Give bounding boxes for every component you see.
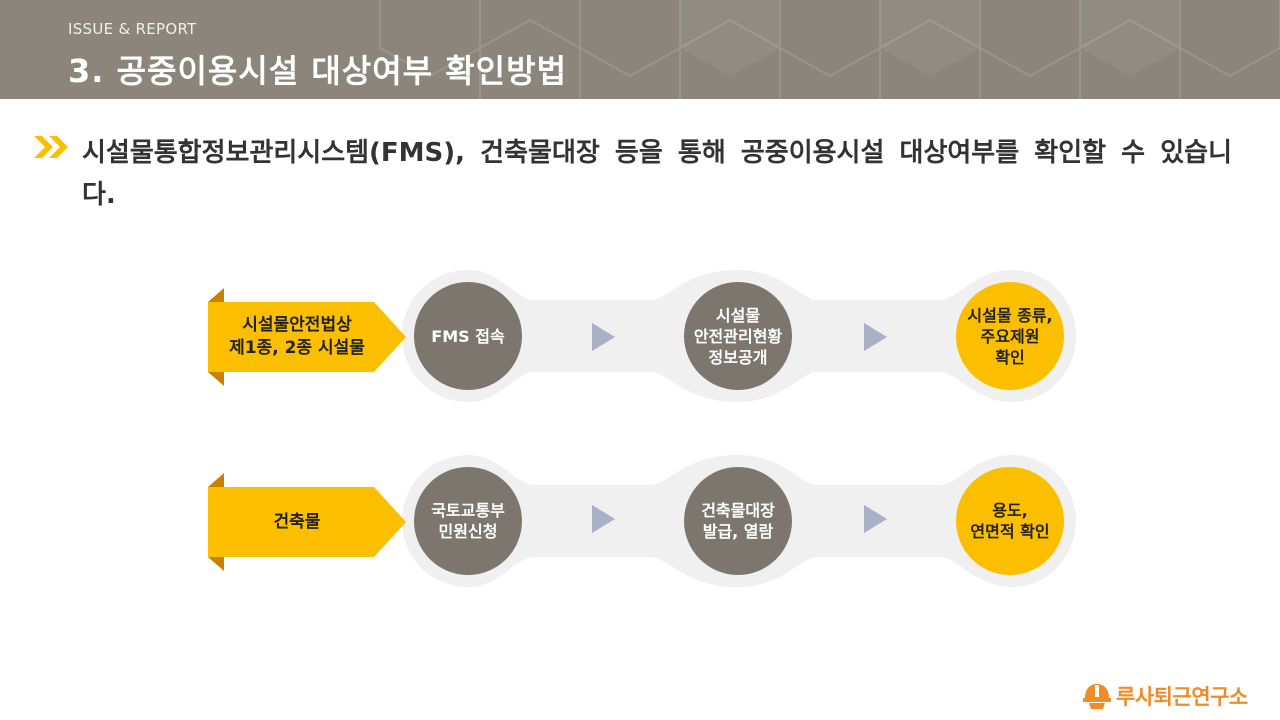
category-label-row-1: 시설물안전법상 제1종, 2종 시설물	[208, 302, 386, 372]
step-node-fms-info: 시설물 안전관리현황 정보공개	[684, 282, 792, 390]
intro-text: 시설물통합정보관리시스템(FMS), 건축물대장 등을 통해 공중이용시설 대상…	[82, 138, 1232, 210]
ribbon-row-2	[208, 473, 406, 571]
step-label: 국토교통부	[431, 501, 505, 520]
step-label: 확인	[995, 347, 1025, 367]
flow-arrow-icon	[592, 323, 615, 351]
double-chevron-icon	[34, 136, 68, 158]
step-label: 안전관리현황	[693, 326, 783, 346]
step-node-usage-check: 용도, 연면적 확인	[956, 467, 1064, 575]
step-label: 정보공개	[708, 347, 768, 367]
step-label: 연면적 확인	[970, 522, 1050, 541]
step-node-building-register: 건축물대장 발급, 열람	[684, 467, 792, 575]
category-line: 시설물안전법상	[242, 315, 352, 335]
step-node-ministry-request: 국토교통부 민원신청	[414, 467, 522, 575]
category-line: 제1종, 2종 시설물	[229, 338, 365, 358]
step-label: 발급, 열람	[702, 522, 774, 541]
step-label: FMS 접속	[431, 326, 505, 346]
brand-logo: 루사퇴근연구소	[1082, 681, 1248, 711]
header-kicker: ISSUE & REPORT	[68, 20, 197, 38]
page-title: 3. 공중이용시설 대상여부 확인방법	[68, 52, 568, 90]
step-node-fms-access: FMS 접속	[414, 282, 522, 390]
step-label: 시설물	[715, 305, 761, 325]
category-label-row-2: 건축물	[208, 487, 386, 557]
step-label: 용도,	[992, 501, 1028, 520]
flow-arrow-icon	[864, 505, 887, 533]
step-label: 건축물대장	[701, 501, 775, 520]
step-label: 시설물 종류,	[967, 305, 1053, 325]
flow-arrow-icon	[592, 505, 615, 533]
header-band: ISSUE & REPORT 3. 공중이용시설 대상여부 확인방법	[0, 0, 1280, 99]
ribbon-row-1	[208, 288, 406, 386]
hexagon-pattern	[379, 0, 1280, 99]
helmet-worker-icon	[1083, 684, 1111, 709]
flow-arrow-icon	[864, 323, 887, 351]
step-node-facility-check: 시설물 종류, 주요제원 확인	[956, 282, 1064, 390]
step-label: 주요제원	[980, 326, 1040, 346]
logo-text: 루사퇴근연구소	[1116, 685, 1248, 709]
category-line: 건축물	[273, 511, 321, 532]
step-label: 민원신청	[438, 522, 498, 541]
